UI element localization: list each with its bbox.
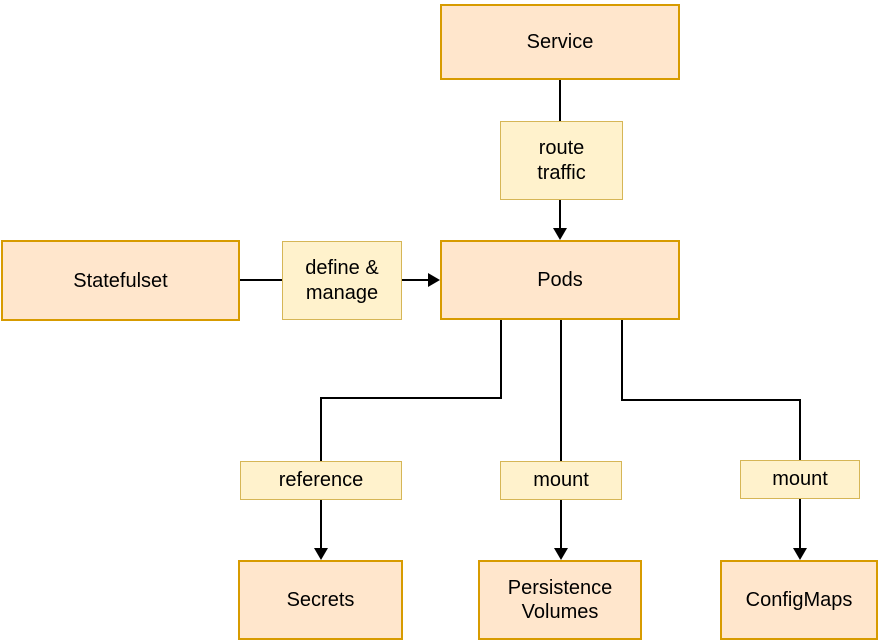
node-secrets-label: Secrets	[286, 589, 355, 611]
node-service: Service	[440, 4, 680, 80]
edge-pods-mountcm-v2	[799, 399, 801, 460]
edge-pods-mount-persistence	[560, 320, 562, 461]
edge-pods-reference-v1	[500, 320, 502, 399]
edge-label-mount-persistence: mount	[500, 461, 622, 500]
node-configmaps-label: ConfigMaps	[745, 589, 853, 611]
edge-label-define-manage: define & manage	[282, 241, 402, 320]
node-pods-label: Pods	[537, 269, 583, 291]
edge-routetraffic-pods	[559, 200, 561, 229]
edge-pods-reference-h	[320, 397, 502, 399]
node-service-label: Service	[526, 31, 594, 53]
edge-mount-persistencevolumes	[560, 500, 562, 549]
arrowhead-into-configmaps	[793, 548, 807, 560]
edge-label-reference-text: reference	[278, 469, 364, 491]
arrowhead-into-pods-left	[428, 273, 440, 287]
edge-pods-mountcm-v1	[621, 320, 623, 401]
edge-definemanage-pods	[402, 279, 429, 281]
edge-statefulset-definemanage	[240, 279, 282, 281]
arrowhead-into-persistence-volumes	[554, 548, 568, 560]
edge-mount-configmaps	[799, 499, 801, 549]
edge-reference-secrets	[320, 500, 322, 549]
node-secrets: Secrets	[238, 560, 403, 640]
arrowhead-into-secrets	[314, 548, 328, 560]
node-statefulset-label: Statefulset	[73, 269, 168, 292]
node-pods: Pods	[440, 240, 680, 320]
edge-label-reference: reference	[240, 461, 402, 500]
edge-service-routetraffic	[559, 80, 561, 121]
arrowhead-into-pods-top	[553, 228, 567, 240]
node-configmaps: ConfigMaps	[720, 560, 878, 640]
edge-label-route-traffic: route traffic	[500, 121, 623, 200]
node-persistence-volumes: Persistence Volumes	[478, 560, 642, 640]
edge-label-route-traffic-text: route traffic	[537, 136, 586, 184]
edge-label-mount-configmaps: mount	[740, 460, 860, 499]
edge-label-mount-configmaps-text: mount	[772, 468, 828, 490]
node-persistence-volumes-label: Persistence Volumes	[507, 577, 613, 623]
edge-pods-mountcm-h	[621, 399, 801, 401]
node-statefulset: Statefulset	[1, 240, 240, 321]
edge-label-mount-persistence-text: mount	[533, 469, 589, 491]
edge-pods-reference-v2	[320, 397, 322, 461]
edge-label-define-manage-text: define & manage	[305, 256, 379, 304]
